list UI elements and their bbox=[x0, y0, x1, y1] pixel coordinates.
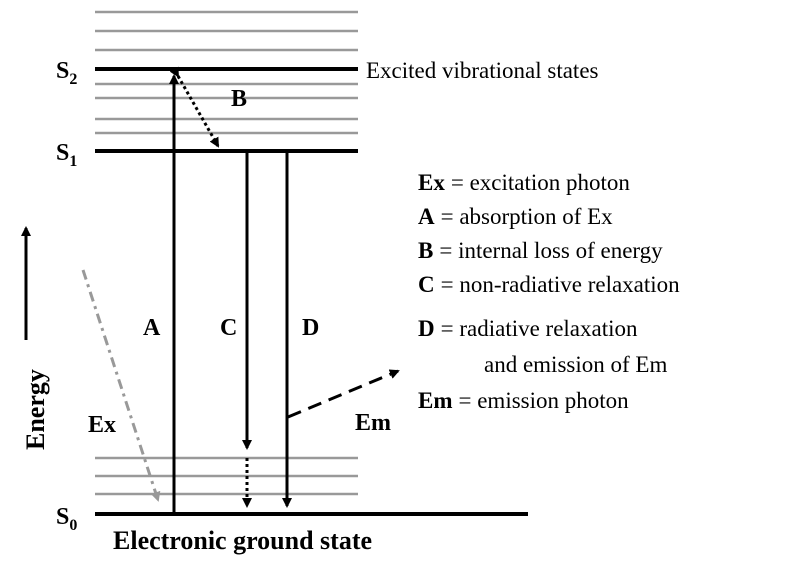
lower-vibrational-lines bbox=[95, 456, 358, 496]
legend-item-d-cont: and emission of Em bbox=[484, 352, 667, 377]
excitation-photon-arrow bbox=[81, 269, 161, 502]
legend-item-c: C= non-radiative relaxation bbox=[418, 272, 680, 297]
legend: Ex= excitation photon A= absorption of E… bbox=[418, 170, 680, 413]
s0-label: S0 bbox=[56, 504, 77, 534]
legend-item-b: B= internal loss of energy bbox=[418, 238, 663, 263]
legend-item-a: A= absorption of Ex bbox=[418, 204, 613, 229]
excitation-photon-label: Ex bbox=[88, 412, 116, 438]
s2-label: S2 bbox=[56, 58, 77, 88]
energy-axis-label: Energy bbox=[21, 369, 50, 450]
excited-states-label: Excited vibrational states bbox=[366, 58, 599, 83]
upper-vibrational-lines bbox=[95, 10, 358, 135]
legend-item-ex: Ex= excitation photon bbox=[418, 170, 630, 195]
transition-a-label: A bbox=[143, 315, 161, 341]
transition-c-label: C bbox=[220, 315, 237, 341]
emission-photon-arrow bbox=[287, 369, 400, 419]
legend-item-em: Em= emission photon bbox=[418, 388, 629, 413]
emission-photon-label: Em bbox=[355, 410, 391, 436]
transition-b-arrow bbox=[169, 66, 220, 148]
transition-d-label: D bbox=[302, 315, 319, 341]
ground-state-label: Electronic ground state bbox=[113, 526, 372, 555]
legend-item-d: D= radiative relaxation bbox=[418, 316, 638, 341]
transition-b-label: B bbox=[231, 86, 247, 112]
s1-label: S1 bbox=[56, 140, 77, 170]
